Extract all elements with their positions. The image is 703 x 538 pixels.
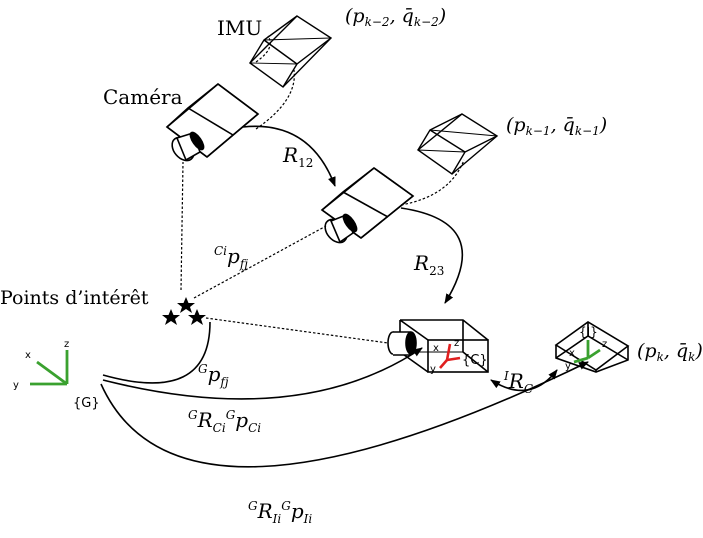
ci-pfj-label: Cipfj (214, 244, 248, 271)
points-label: Points d’intérêt (0, 287, 149, 309)
pose-k1-label: (pk−1, q̄k−1) (506, 114, 607, 138)
i-rc-label: IRC (503, 369, 533, 396)
feature-points (162, 297, 206, 325)
c-axis-z: z (454, 338, 459, 349)
camera-k1 (320, 166, 415, 244)
camera-k (387, 319, 489, 373)
i-axis-x: x (569, 348, 575, 359)
g-axis-y: y (13, 380, 19, 391)
pose-k-label: (pk, q̄k) (637, 340, 703, 364)
i-axis-z: z (602, 339, 607, 350)
imu-frame-axes (573, 340, 601, 364)
transform-arrows (100, 125, 589, 468)
r12-label: R12 (282, 143, 313, 170)
c-axis-y: y (430, 364, 436, 375)
c-axis-x: x (433, 343, 439, 354)
imu-label: IMU (217, 16, 262, 40)
g-axis-x: x (25, 350, 31, 361)
camera-label: Caméra (103, 85, 183, 109)
camera-k2 (165, 82, 260, 162)
imu-box-k1 (416, 113, 499, 175)
pose-k2-label: (pk−2, q̄k−2) (345, 5, 446, 29)
camera-frame-axes (439, 343, 461, 369)
frame-i-label: {I} (579, 325, 598, 339)
global-frame-axes (30, 350, 69, 386)
g-rci-gpci-label: GRCiGpCi (188, 408, 261, 435)
g-rii-gpii-label: GRIiGpIi (248, 499, 312, 526)
dotted-links (180, 35, 465, 344)
r23-label: R23 (413, 251, 444, 278)
i-axis-y: y (565, 361, 571, 372)
frame-g-label: {G} (73, 396, 100, 411)
g-pfj-label: Gpfj (198, 362, 229, 389)
g-axis-z: z (64, 339, 69, 350)
imu-box-k2 (248, 15, 333, 88)
frame-c-label: {C} (462, 353, 488, 368)
